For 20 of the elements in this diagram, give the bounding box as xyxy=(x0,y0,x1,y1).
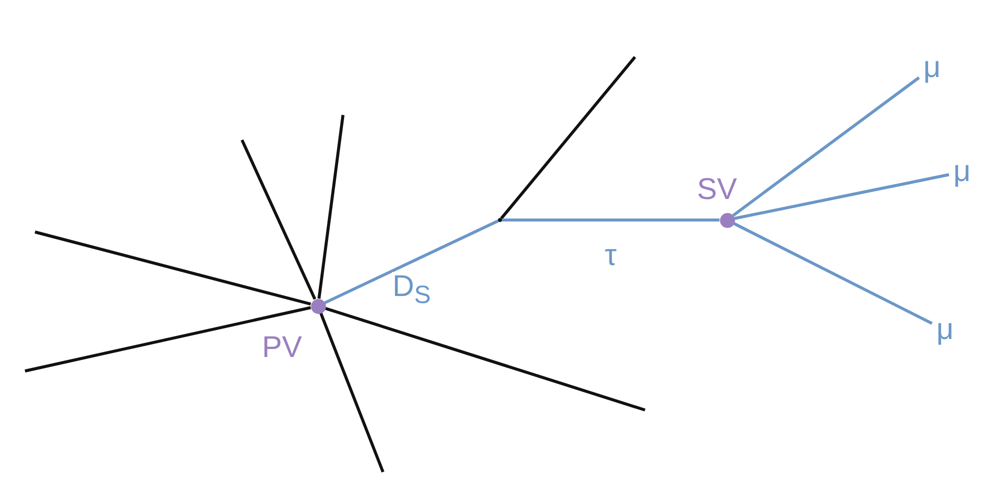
vertex-label: SV xyxy=(697,175,738,205)
vertex-label: PV xyxy=(262,333,302,363)
particle-track xyxy=(733,222,933,325)
particle-track xyxy=(734,173,950,220)
particle-label: μ xyxy=(932,314,958,346)
particle-track xyxy=(500,56,636,220)
particle-track xyxy=(324,220,499,304)
decay-vertex xyxy=(498,218,502,222)
particle-track xyxy=(34,230,312,306)
particle-track xyxy=(24,306,311,372)
particle-track xyxy=(732,76,920,217)
particle-track xyxy=(502,218,720,222)
particle-track xyxy=(317,114,344,299)
particle-label: μ xyxy=(949,156,975,188)
particle-track xyxy=(319,312,384,473)
particle-track xyxy=(240,139,316,300)
vertex-dot xyxy=(720,212,734,228)
particle-label: μ xyxy=(919,52,945,84)
vertex-dot xyxy=(310,298,326,314)
particle-track xyxy=(324,306,646,412)
